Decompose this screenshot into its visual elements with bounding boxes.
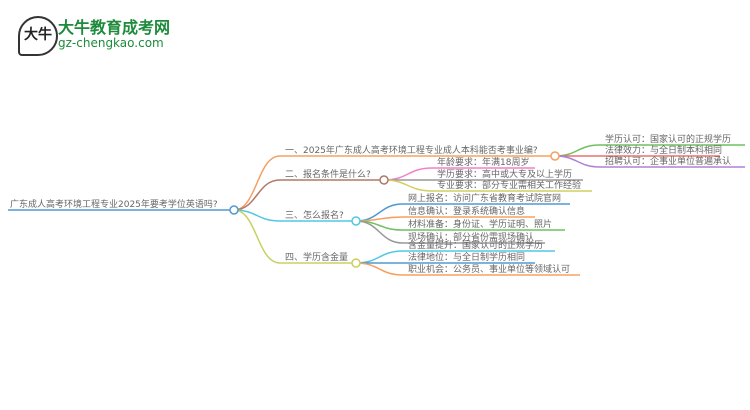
branch-connector <box>233 155 281 211</box>
leaf-topic[interactable]: 专业要求：部分专业需相关工作经验 <box>437 179 581 191</box>
leaf-connector <box>355 250 404 264</box>
leaf-connector <box>355 220 404 244</box>
logo-title: 大牛教育成考网 <box>58 18 171 37</box>
branch-connector <box>233 209 281 264</box>
leaf-topic[interactable]: 年龄要求：年满18周岁 <box>437 156 529 168</box>
branch-collapse-toggle[interactable] <box>351 258 361 268</box>
logo-badge: 大牛 <box>18 16 58 56</box>
root-collapse-toggle[interactable] <box>229 205 239 215</box>
leaf-topic[interactable]: 职业机会：公务员、事业单位等领域认可 <box>408 263 570 275</box>
branch-connector <box>233 179 281 211</box>
root-topic[interactable]: 广东成人高考环境工程专业2025年要考学位英语吗? <box>10 198 218 210</box>
leaf-topic[interactable]: 招聘认可：企事业单位普遍承认 <box>605 155 731 167</box>
leaf-topic[interactable]: 材料准备：身份证、学历证明、照片 <box>408 218 552 230</box>
branch-collapse-toggle[interactable] <box>550 151 560 161</box>
branch-topic[interactable]: 三、怎么报名? <box>285 209 344 221</box>
logo: 大牛 大牛教育成考网 gz-chengkao.com <box>18 14 178 56</box>
leaf-connector <box>554 155 601 168</box>
leaf-connector <box>383 179 433 192</box>
leaf-topic[interactable]: 信息确认：登录系统确认信息 <box>408 205 525 217</box>
branch-collapse-toggle[interactable] <box>351 216 361 226</box>
leaf-topic[interactable]: 学历要求：高中或大专及以上学历 <box>437 168 572 180</box>
leaf-topic[interactable]: 学历认可：国家认可的正规学历 <box>605 133 731 145</box>
leaf-connector <box>383 167 433 181</box>
logo-url: gz-chengkao.com <box>58 36 164 50</box>
leaf-topic[interactable]: 法律地位：与全日制学历相同 <box>408 251 525 263</box>
leaf-topic[interactable]: 法律效力：与全日制本科相同 <box>605 144 722 156</box>
branch-topic[interactable]: 一、2025年广东成人高考环境工程专业成人本科能否考事业编? <box>285 144 538 156</box>
leaf-topic[interactable]: 网上报名：访问广东省教育考试院官网 <box>408 192 561 204</box>
leaf-topic[interactable]: 含金量提升：国家认可的正规学历 <box>408 239 543 251</box>
leaf-connector <box>554 144 601 157</box>
branch-topic[interactable]: 二、报名条件是什么? <box>285 168 371 180</box>
branch-collapse-toggle[interactable] <box>379 175 389 185</box>
branch-topic[interactable]: 四、学历含金量 <box>285 251 348 263</box>
leaf-connector <box>355 262 404 276</box>
leaf-connector <box>355 216 404 222</box>
leaf-topic[interactable]: 现场确认：部分省份需现场确认 <box>408 231 534 243</box>
